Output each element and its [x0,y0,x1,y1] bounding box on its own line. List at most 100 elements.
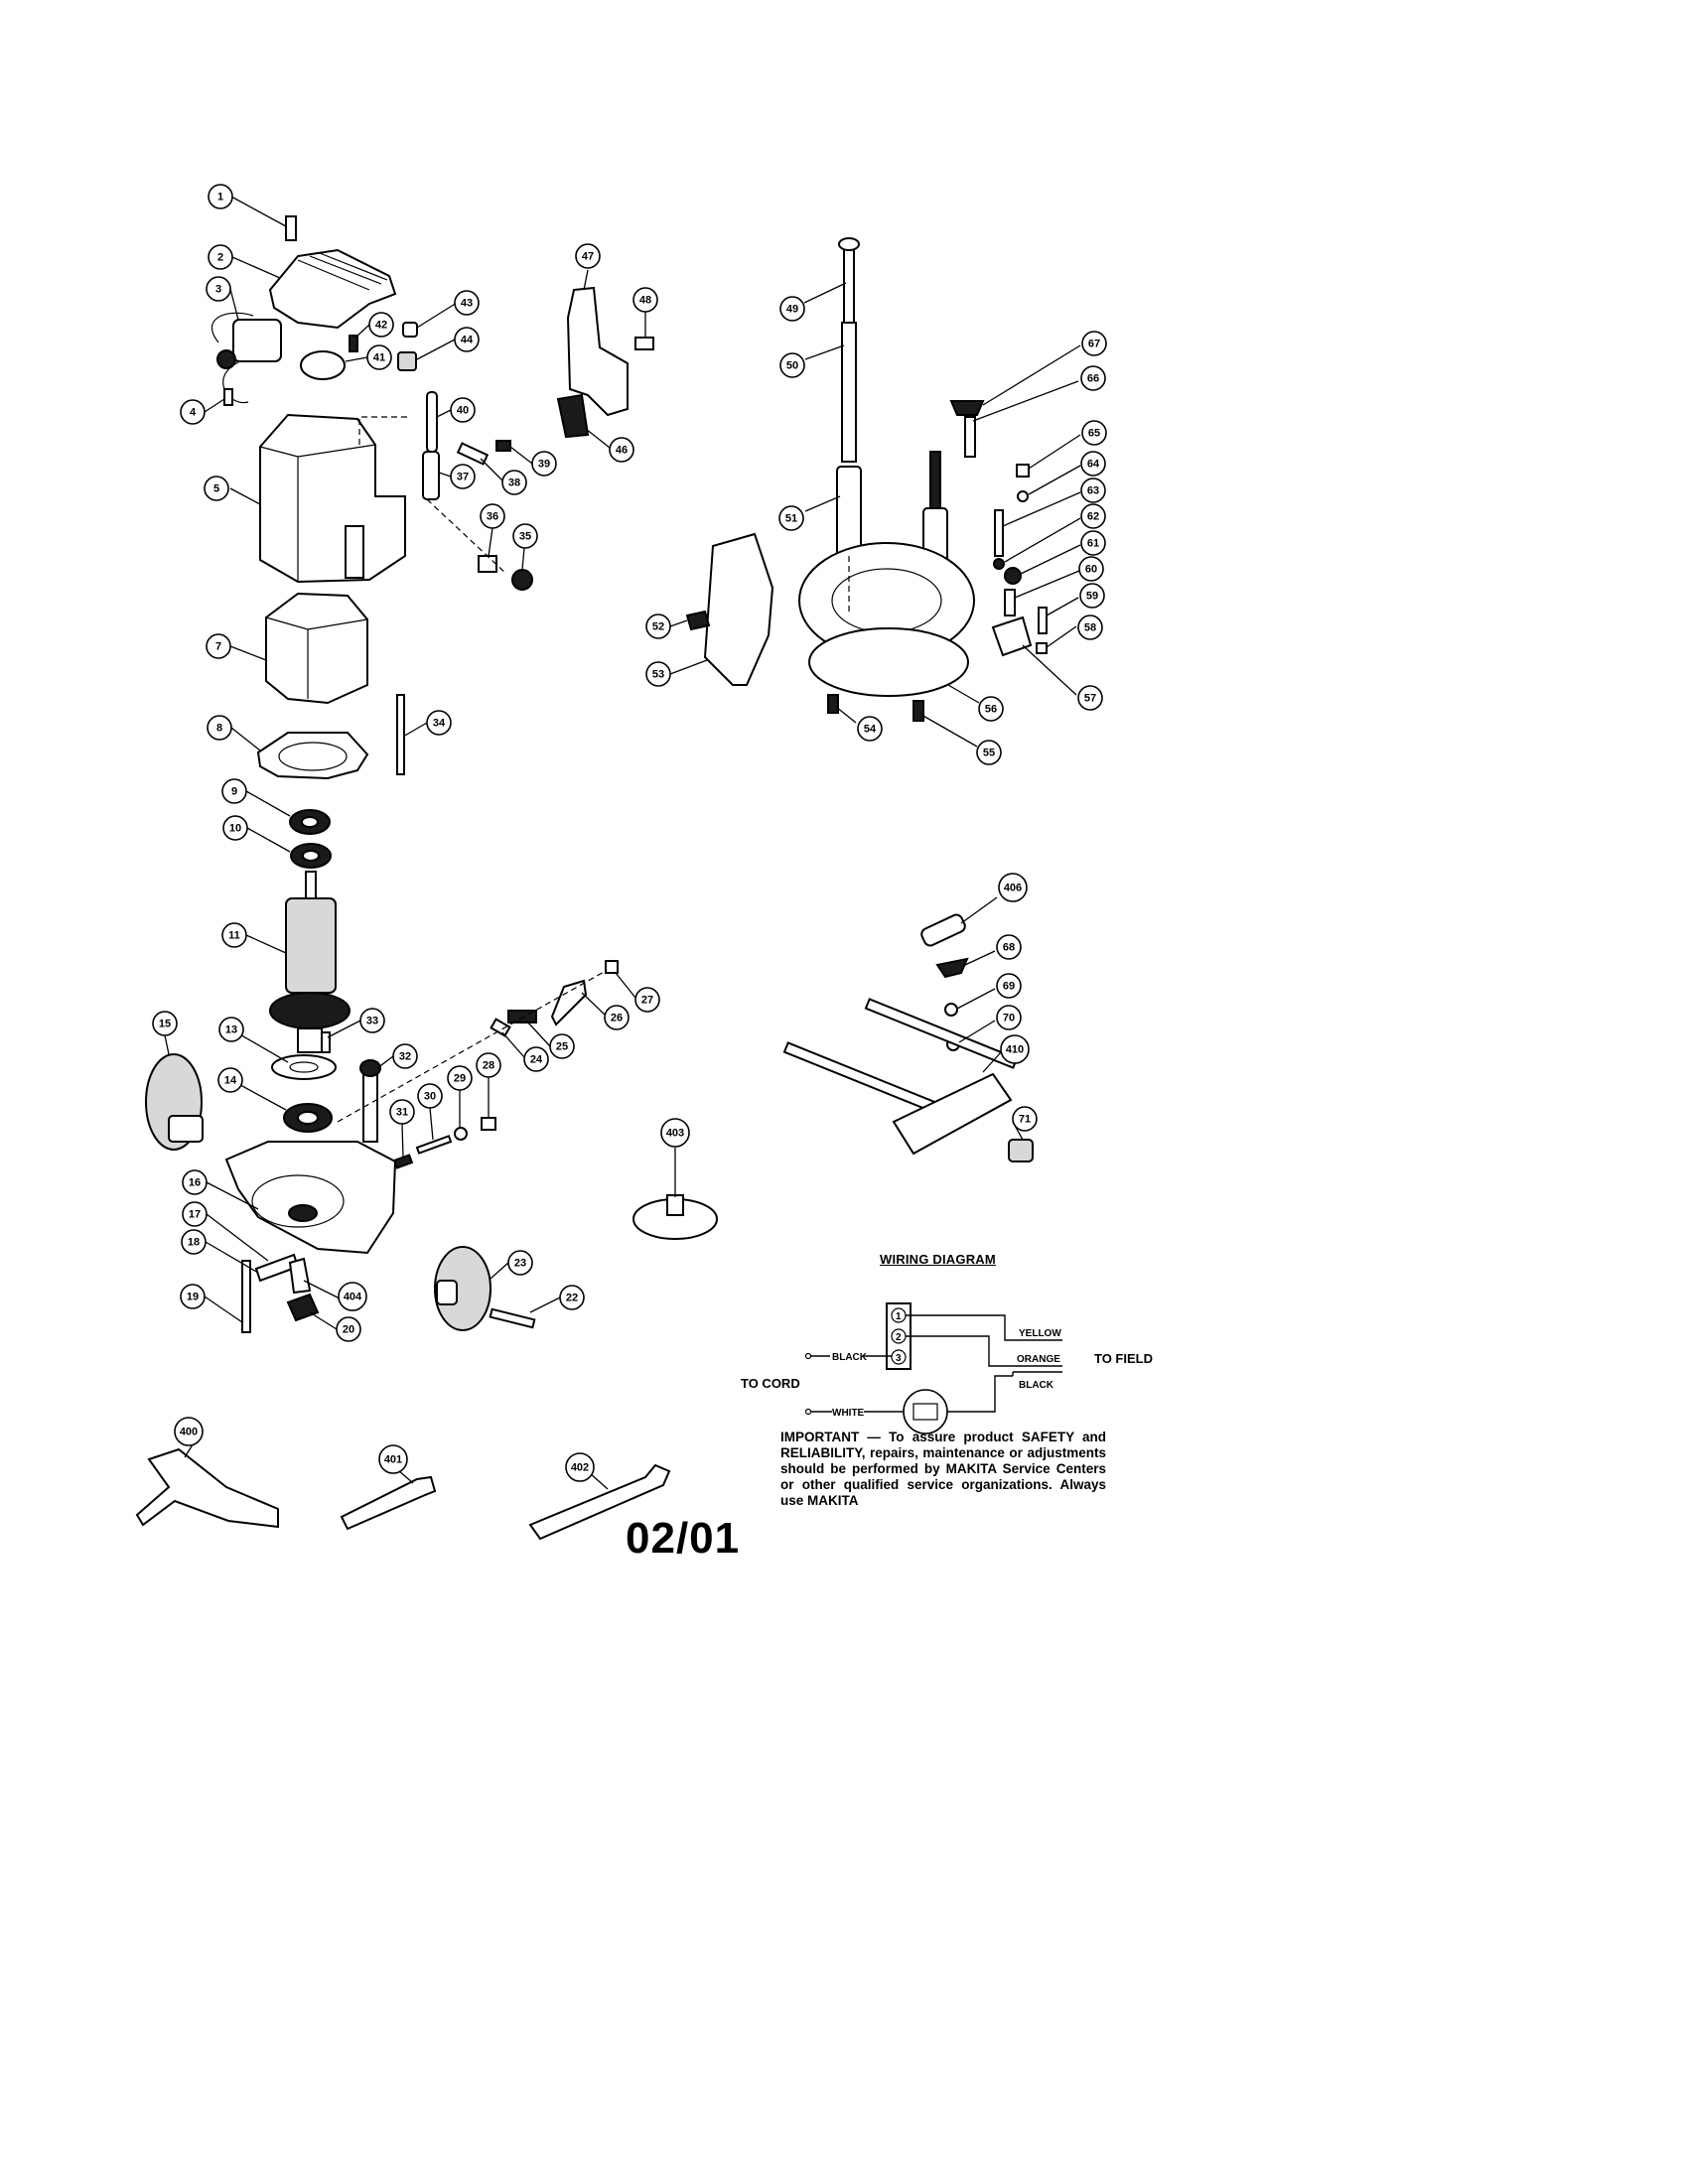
switch-symbol [903,1389,948,1434]
callout-circle [996,934,1022,960]
terminal-2: 2 [896,1332,902,1343]
callout-circle [152,1011,178,1036]
callout-circle [174,1417,204,1446]
callout-label: 59 [1086,591,1098,603]
callout-circle [609,437,634,463]
callout-label: 400 [180,1427,198,1438]
part-grip-23 [434,1246,491,1331]
callout-label: 10 [229,823,241,835]
callout-label: 2 [217,252,223,264]
callout-56: 56 [978,696,1004,722]
terminal-3: 3 [896,1353,902,1364]
part-spring-60 [1004,589,1016,616]
callout-label: 4 [190,407,197,419]
callout-29: 29 [447,1065,473,1091]
part-nut-20 [286,1293,320,1322]
callout-66: 66 [1080,365,1106,391]
callout-circle [501,470,527,495]
callout-62: 62 [1080,503,1106,529]
callout-32: 32 [392,1043,418,1069]
callout-403: 403 [660,1118,690,1148]
callout-404: 404 [338,1282,367,1311]
part-collet-404 [288,1257,312,1295]
callout-53: 53 [645,661,671,687]
callout-label: 55 [983,748,995,759]
callout-circle [336,1316,361,1342]
callout-circle [206,276,231,302]
part-knob-71 [1008,1139,1034,1162]
callout-26: 26 [604,1005,630,1030]
leader-lines [164,196,1081,1490]
callout-label: 33 [366,1016,378,1027]
part-washer-29 [454,1127,468,1141]
part-screw-22 [489,1307,536,1329]
part-screw-58 [1036,642,1048,654]
callout-circle [221,778,247,804]
callout-circle [1080,530,1106,556]
callout-circle [632,287,658,313]
callout-57: 57 [1077,685,1103,711]
callout-circle [998,873,1028,902]
part-knob-44 [397,351,417,371]
part-wrench-402 [528,1463,671,1541]
callout-label: 15 [159,1019,171,1030]
callout-51: 51 [778,505,804,531]
callout-label: 67 [1088,339,1100,350]
callout-4: 4 [180,399,206,425]
callout-20: 20 [336,1316,361,1342]
callout-48: 48 [632,287,658,313]
callout-406: 406 [998,873,1028,902]
callout-circle [450,397,476,423]
part-screw-34 [396,694,405,775]
callout-28: 28 [476,1052,501,1078]
callout-69: 69 [996,973,1022,999]
callout-19: 19 [180,1284,206,1309]
callout-label: 19 [187,1292,199,1303]
callout-37: 37 [450,464,476,489]
label-orange: ORANGE [1017,1354,1060,1365]
callout-label: 31 [396,1107,408,1119]
callout-label: 29 [454,1073,466,1085]
callout-circle [366,344,392,370]
label-white: WHITE [832,1408,865,1419]
part-rod-b [782,1041,937,1113]
callout-10: 10 [222,815,248,841]
callout-label: 35 [519,531,531,543]
callout-label: 60 [1085,564,1097,576]
callout-circle [417,1083,443,1109]
part-sub-base-56 [808,627,969,697]
callout-circle [559,1285,585,1310]
callout-label: 43 [461,298,473,310]
callout-label: 69 [1003,981,1015,993]
callout-circle [221,922,247,948]
part-switch [232,319,282,362]
callout-circle [634,987,660,1013]
callout-40: 40 [450,397,476,423]
callout-label: 44 [461,335,474,346]
callout-label: 65 [1088,428,1100,440]
callout-circle [217,1067,243,1093]
terminal-1: 1 [896,1311,902,1322]
callout-circle [1077,685,1103,711]
callout-circle [1080,451,1106,477]
callout-circle [389,1099,415,1125]
callout-label: 51 [785,513,797,525]
label-to-field: TO FIELD [1094,1351,1153,1366]
callout-label: 22 [566,1293,578,1304]
part-wing-bolt-67 [949,400,985,416]
callout-label: 402 [571,1462,589,1474]
callout-55: 55 [976,740,1002,765]
part-knob-61 [1004,567,1022,585]
part-baffle-plate [256,732,369,780]
callout-label: 3 [215,284,221,296]
callout-label: 410 [1006,1044,1024,1056]
part-brush-cap-35 [511,569,533,591]
callout-circle [208,184,233,209]
callout-31: 31 [389,1099,415,1125]
callout-circle [180,399,206,425]
callout-41: 41 [366,344,392,370]
part-spring-66 [964,416,976,458]
callout-circle [996,973,1022,999]
callout-circle [978,696,1004,722]
part-bolt-63 [994,509,1004,557]
